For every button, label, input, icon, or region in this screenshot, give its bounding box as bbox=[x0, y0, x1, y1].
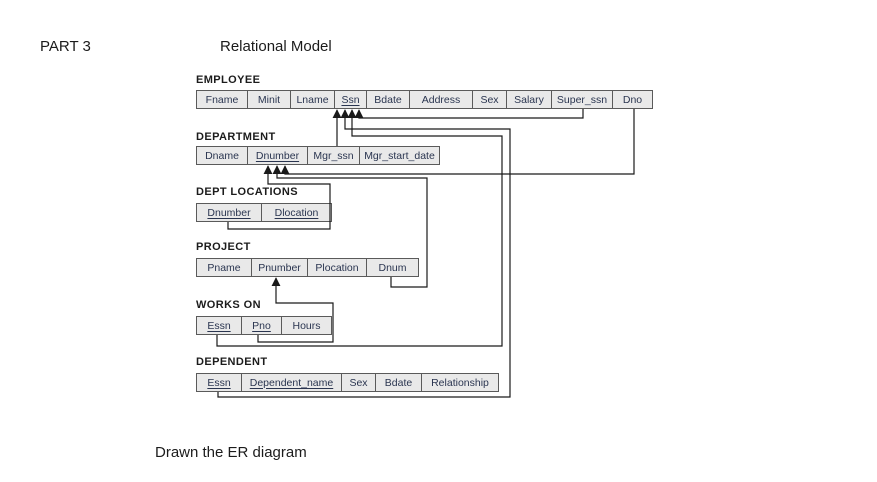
table-label-employee: EMPLOYEE bbox=[196, 74, 261, 86]
table-label-department: DEPARTMENT bbox=[196, 131, 276, 143]
field-salary: Salary bbox=[506, 91, 551, 108]
table-row-employee: Fname Minit Lname Ssn Bdate Address Sex Salary S… bbox=[196, 90, 653, 109]
part-label: PART 3 bbox=[40, 38, 91, 55]
field-dependent_name: Dependent_name bbox=[241, 374, 341, 391]
bottom-caption: Drawn the ER diagram bbox=[155, 444, 307, 461]
field-pno: Pno bbox=[241, 317, 281, 334]
field-dno: Dno bbox=[612, 91, 652, 108]
field-fname: Fname bbox=[197, 91, 247, 108]
field-label: Dno bbox=[622, 93, 643, 106]
field-pnumber: Pnumber bbox=[251, 259, 307, 276]
field-label: Bdate bbox=[384, 376, 413, 389]
field-label: Dependent_name bbox=[249, 376, 334, 389]
field-essn: Essn bbox=[197, 317, 241, 334]
table-label-project: PROJECT bbox=[196, 241, 251, 253]
field-label: Dnum bbox=[378, 261, 407, 274]
table-row-department: Dname Dnumber Mgr_ssn Mgr_start_date bbox=[196, 146, 440, 165]
field-label: Bdate bbox=[374, 93, 402, 106]
table-label-works-on: WORKS ON bbox=[196, 299, 261, 311]
field-mgr_start_date: Mgr_start_date bbox=[359, 147, 439, 164]
field-label: Mgr_ssn bbox=[313, 149, 354, 162]
table-label-dependent: DEPENDENT bbox=[196, 356, 268, 368]
field-label: Sex bbox=[349, 376, 368, 389]
field-plocation: Plocation bbox=[307, 259, 366, 276]
field-label: Pnumber bbox=[258, 261, 301, 274]
field-label: Relationship bbox=[431, 376, 489, 389]
field-label: Dname bbox=[205, 149, 239, 162]
field-label: Dlocation bbox=[274, 206, 319, 219]
table-label-dept-locations: DEPT LOCATIONS bbox=[196, 186, 298, 198]
field-hours: Hours bbox=[281, 317, 331, 334]
field-label: Pno bbox=[252, 319, 271, 332]
field-label: Address bbox=[421, 93, 461, 106]
field-label: Minit bbox=[257, 93, 281, 106]
field-label: Super_ssn bbox=[556, 93, 608, 106]
field-sex: Sex bbox=[341, 374, 375, 391]
field-bdate: Bdate bbox=[375, 374, 421, 391]
field-label: Salary bbox=[514, 93, 544, 106]
field-mgr_ssn: Mgr_ssn bbox=[307, 147, 359, 164]
field-dnumber: Dnumber bbox=[197, 204, 261, 221]
field-ssn: Ssn bbox=[334, 91, 366, 108]
field-minit: Minit bbox=[247, 91, 290, 108]
table-row-works-on: Essn Pno Hours bbox=[196, 316, 332, 335]
field-dnumber: Dnumber bbox=[247, 147, 307, 164]
field-label: Mgr_start_date bbox=[364, 149, 435, 162]
field-dnum: Dnum bbox=[366, 259, 418, 276]
field-essn: Essn bbox=[197, 374, 241, 391]
field-label: Plocation bbox=[315, 261, 359, 274]
field-relationship: Relationship bbox=[421, 374, 498, 391]
field-label: Ssn bbox=[341, 93, 360, 106]
field-label: Dnumber bbox=[207, 206, 251, 219]
field-super_ssn: Super_ssn bbox=[551, 91, 612, 108]
field-label: Essn bbox=[207, 376, 231, 389]
field-lname: Lname bbox=[290, 91, 334, 108]
page-title: Relational Model bbox=[220, 38, 332, 55]
field-label: Dnumber bbox=[255, 149, 300, 162]
field-sex: Sex bbox=[472, 91, 506, 108]
table-row-dept-locations: Dnumber Dlocation bbox=[196, 203, 332, 222]
table-row-dependent: Essn Dependent_name Sex Bdate Relationship bbox=[196, 373, 499, 392]
field-label: Sex bbox=[480, 93, 499, 106]
field-dname: Dname bbox=[197, 147, 247, 164]
field-label: Fname bbox=[205, 93, 239, 106]
fk-line-super_ssn-to-ssn bbox=[354, 109, 584, 119]
field-address: Address bbox=[409, 91, 472, 108]
field-pname: Pname bbox=[197, 259, 251, 276]
field-bdate: Bdate bbox=[366, 91, 409, 108]
table-row-project: Pname Pnumber Plocation Dnum bbox=[196, 258, 419, 277]
field-label: Lname bbox=[296, 93, 329, 106]
field-dlocation: Dlocation bbox=[261, 204, 331, 221]
field-label: Hours bbox=[292, 319, 321, 332]
field-label: Essn bbox=[207, 319, 231, 332]
field-label: Pname bbox=[207, 261, 241, 274]
